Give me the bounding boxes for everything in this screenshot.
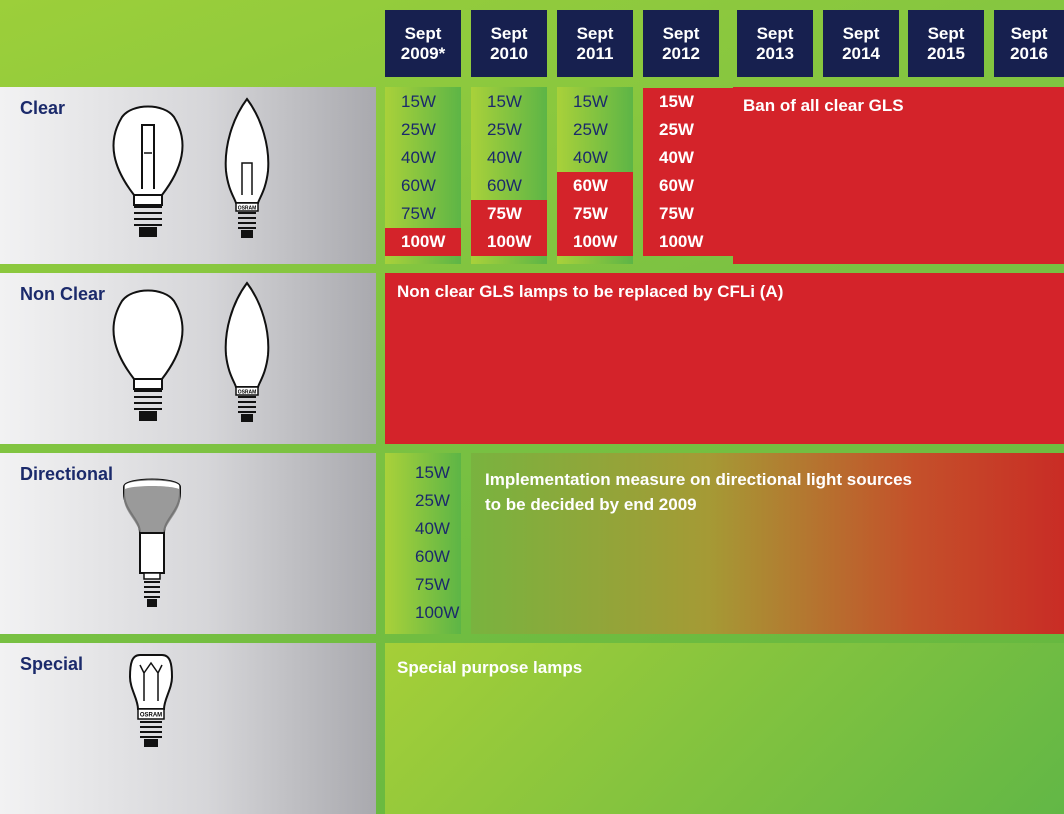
wattage-cell: 60W	[557, 172, 633, 200]
header-year: 2014	[842, 43, 880, 63]
wattage-cell: 15W	[487, 92, 522, 111]
wattage-cell: 40W	[487, 148, 522, 167]
header-year: 2010	[490, 43, 528, 63]
row-title-directional: Directional	[20, 464, 114, 484]
special-text: Special purpose lamps	[397, 658, 583, 677]
osram-logo-text: OSRAM	[238, 206, 257, 212]
wattage-cell: 40W	[573, 148, 608, 167]
header-year: 2009*	[400, 43, 446, 63]
header-label: Sept	[662, 23, 700, 43]
reflector-bulb-icon	[123, 478, 181, 607]
header-year: 2016	[1010, 43, 1048, 63]
wattage-cell: 40W	[401, 148, 436, 167]
wattage-cell: 60W	[401, 176, 436, 195]
header-label: Sept	[927, 23, 965, 43]
wattage-cell: 60W	[487, 176, 522, 195]
wattage-cell: 25W	[643, 116, 733, 144]
directional-wattage-col: 15W 25W 40W 60W 75W 100W	[385, 453, 461, 634]
directional-block: Implementation measure on directional li…	[471, 453, 1064, 634]
osram-logo-text: OSRAM	[140, 713, 162, 719]
row-label-clear: Clear OSRAM	[0, 87, 376, 264]
row-label-special: Special OSRAM	[0, 643, 376, 814]
clear-ban-block: Ban of all clear GLS	[733, 87, 1064, 264]
non-clear-text: Non clear GLS lamps to be replaced by CF…	[397, 282, 784, 301]
wattage-cell: 60W	[415, 547, 450, 566]
wattage-cell: 100W	[557, 228, 633, 256]
wattage-cell: 40W	[415, 519, 450, 538]
special-purpose-bulb-icon: OSRAM	[128, 654, 174, 747]
clear-candle-bulb-icon: OSRAM	[224, 97, 270, 238]
wattage-cell: 100W	[415, 603, 460, 622]
wattage-cell: 75W	[471, 200, 547, 228]
header-label: Sept	[756, 23, 794, 43]
header-year: 2012	[662, 43, 700, 63]
row-title-non-clear: Non Clear	[20, 284, 106, 304]
osram-logo-text: OSRAM	[238, 390, 257, 396]
wattage-cell: 75W	[557, 200, 633, 228]
header-label: Sept	[1010, 23, 1048, 43]
wattage-cell: 100W	[471, 228, 547, 256]
frosted-bulb-icon	[112, 289, 184, 421]
clear-wattage-column: 15W 25W 40W 60W 75W 100W	[385, 88, 461, 256]
wattage-cell: 75W	[415, 575, 450, 594]
header-year: 2011	[576, 43, 614, 63]
wattage-cell: 75W	[643, 200, 733, 228]
wattage-cell: 25W	[415, 491, 450, 510]
wattage-cell: 60W	[643, 172, 733, 200]
wattage-cell: 15W	[643, 88, 733, 116]
row-label-non-clear: Non Clear OSRAM	[0, 273, 376, 444]
clear-ban-text: Ban of all clear GLS	[743, 96, 904, 115]
non-clear-block: Non clear GLS lamps to be replaced by CF…	[385, 273, 1064, 444]
wattage-cell: 25W	[487, 120, 522, 139]
header-label: Sept	[576, 23, 614, 43]
special-block: Special purpose lamps	[385, 643, 1064, 814]
header-label: Sept	[490, 23, 528, 43]
directional-text-1: Implementation measure on directional li…	[485, 470, 912, 489]
wattage-cell: 15W	[415, 463, 450, 482]
wattage-cell: 15W	[573, 92, 608, 111]
row-label-directional: Directional	[0, 453, 376, 634]
header-year: 2015	[927, 43, 965, 63]
wattage-cell: 15W	[401, 92, 436, 111]
directional-wattage-list: 15W 25W 40W 60W 75W 100W	[385, 453, 461, 627]
wattage-cell: 100W	[385, 228, 461, 256]
header-label: Sept	[404, 23, 442, 43]
wattage-cell: 25W	[573, 120, 608, 139]
row-title-clear: Clear	[20, 98, 66, 118]
wattage-cell: 75W	[401, 204, 436, 223]
row-title-special: Special	[20, 654, 84, 674]
clear-bulb-icon	[112, 105, 184, 237]
directional-text-2: to be decided by end 2009	[485, 495, 697, 514]
wattage-cell: 40W	[643, 144, 733, 172]
wattage-cell: 25W	[401, 120, 436, 139]
wattage-cell: 100W	[643, 228, 733, 256]
header-label: Sept	[842, 23, 880, 43]
header-year: 2013	[756, 43, 794, 63]
frosted-candle-bulb-icon: OSRAM	[224, 281, 270, 422]
